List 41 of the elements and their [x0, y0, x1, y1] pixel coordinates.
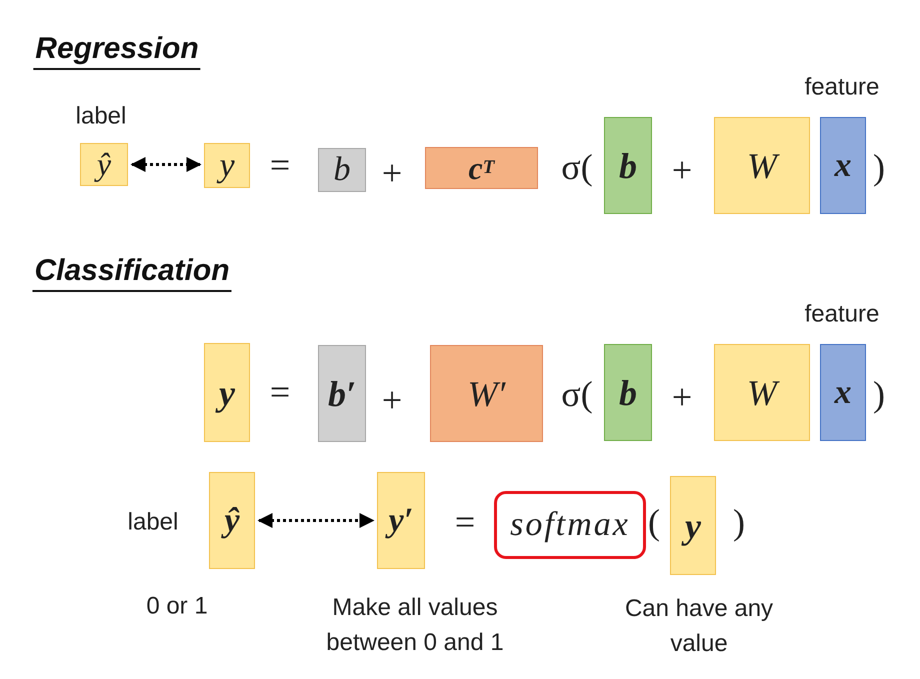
section-heading: Regression	[33, 32, 201, 70]
section-heading: Classification	[32, 254, 232, 292]
node-label: label	[126, 508, 180, 538]
math-symbol: )	[873, 146, 885, 188]
node-label: Can have any value	[624, 594, 774, 659]
node-label: label	[74, 102, 128, 132]
node-label: Make all values between 0 and 1	[325, 593, 505, 658]
variable-box: b	[318, 148, 366, 192]
variable-box: ŷ	[80, 143, 128, 186]
math-symbol: =	[270, 144, 290, 186]
dotted-arrow	[130, 157, 202, 172]
variable-box: b	[604, 117, 652, 214]
node-label: feature	[804, 72, 880, 103]
variable-box: x	[820, 117, 866, 214]
math-symbol: )	[733, 501, 745, 543]
variable-box: y	[670, 476, 716, 575]
math-symbol: (	[648, 501, 660, 543]
variable-box: y	[204, 343, 250, 442]
math-symbol: +	[672, 149, 692, 191]
variable-box: W	[714, 344, 810, 441]
math-symbol: +	[672, 376, 692, 418]
math-symbol: σ(	[561, 146, 593, 188]
variable-box: W′	[430, 345, 543, 442]
math-symbol: σ(	[561, 373, 593, 415]
variable-box: y	[204, 143, 250, 188]
node-label: feature	[804, 300, 880, 330]
math-symbol: )	[873, 373, 885, 415]
math-symbol: +	[382, 152, 402, 194]
node-label: 0 or 1	[145, 592, 209, 622]
dotted-arrow	[258, 513, 374, 528]
math-symbol: =	[270, 371, 290, 413]
variable-box: b	[604, 344, 652, 441]
variable-box: b′	[318, 345, 366, 442]
function-box: softmax	[494, 491, 646, 559]
math-symbol: =	[454, 501, 476, 543]
variable-box: y′	[377, 472, 425, 569]
variable-box: W	[714, 117, 810, 214]
variable-box: c$^{T}$	[425, 147, 538, 189]
variable-box: x	[820, 344, 866, 441]
variable-box: ŷ	[209, 472, 255, 569]
math-symbol: +	[382, 379, 402, 421]
